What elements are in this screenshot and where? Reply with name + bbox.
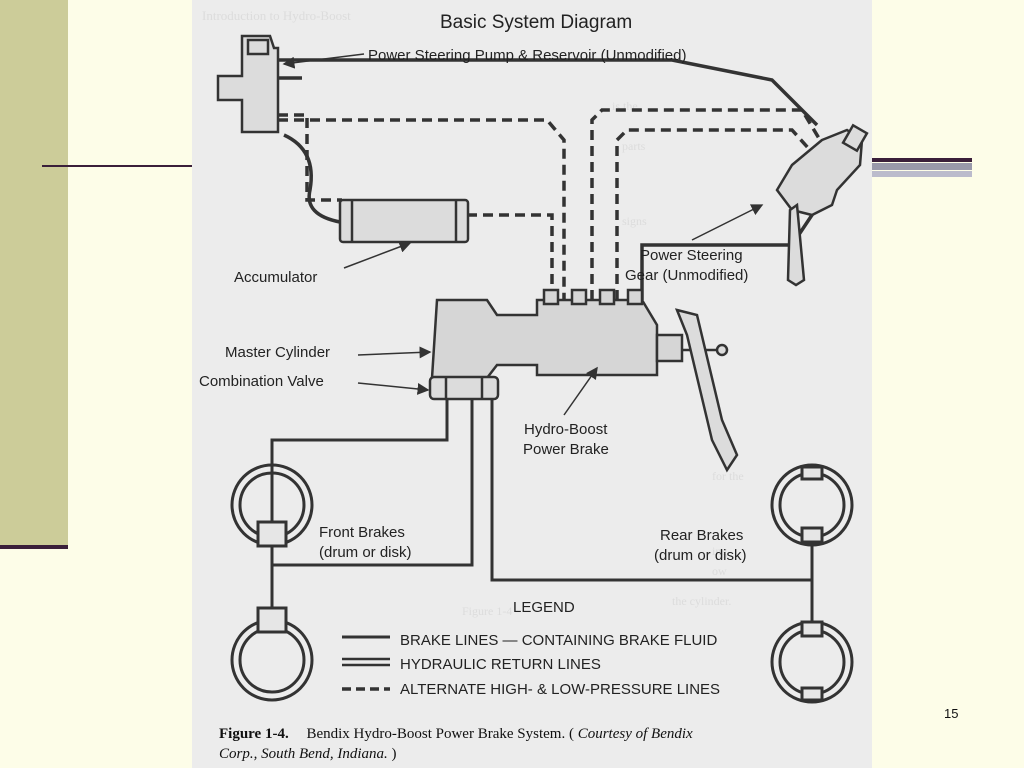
combination-valve: [428, 375, 500, 401]
svg-text:ow: ow: [712, 564, 727, 578]
diagram-title: Basic System Diagram: [440, 12, 632, 33]
svg-text:Figure 1-4: Figure 1-4: [462, 604, 512, 618]
label-rear-line1: Rear Brakes: [660, 527, 743, 544]
svg-text:Figure 1-4. Bendix Hydro: Figure 1-4. Bendix Hydro-Boost Power Bra…: [219, 726, 693, 742]
scanned-figure: Introduction to Hydro-Boost is the parts…: [192, 0, 872, 768]
front-brake-top: [230, 463, 314, 548]
svg-text:Corp., South Bend, Indiana.: Corp., South Bend, Indiana. ): [219, 746, 397, 762]
svg-text:ing: ing: [712, 544, 727, 558]
svg-text:the cylinder.: the cylinder.: [672, 594, 731, 608]
legend-item-label: HYDRAULIC RETURN LINES: [400, 656, 601, 673]
hydro-boost-system-diagram: Introduction to Hydro-Boost is the parts…: [199, 8, 869, 762]
figure-caption: Figure 1-4. Bendix Hydro-Boost Power Bra…: [219, 726, 693, 762]
accumulator: [338, 198, 470, 244]
label-hydroboost-line1: Hydro-Boost: [524, 421, 608, 438]
right-stripe-light: [872, 171, 972, 177]
hydro-boost-unit: [430, 288, 722, 380]
bleed-through-text: Introduction to Hydro-Boost is the parts…: [202, 8, 744, 618]
label-hydroboost-line2: Power Brake: [523, 441, 609, 458]
legend-item-label: BRAKE LINES — CONTAINING BRAKE FLUID: [400, 632, 717, 649]
brake-fluid-lines: [270, 345, 814, 625]
brake-pedal: [674, 308, 739, 473]
power-steering-pump: [216, 34, 280, 134]
left-accent-band: [0, 0, 68, 545]
slide-number: 15: [944, 706, 959, 721]
legend: LEGEND BRAKE LINES — CONTAINING BRAKE FL…: [342, 599, 720, 698]
svg-text:Introduction to Hydro-Boost: Introduction to Hydro-Boost: [202, 8, 351, 23]
leader-arrows: [282, 53, 764, 416]
caption-credit-line1: Courtesy of Bendix: [578, 726, 693, 742]
left-bottom-rule: [0, 545, 68, 549]
caption-figure-number: Figure 1-4.: [219, 726, 289, 742]
svg-text:for the: for the: [712, 469, 744, 483]
svg-text:parts: parts: [622, 139, 646, 153]
svg-text:signs: signs: [622, 214, 647, 228]
label-front-line1: Front Brakes: [319, 524, 405, 541]
label-pump: Power Steering Pump & Reservoir (Unmodif…: [368, 47, 686, 64]
front-brake-bottom: [230, 606, 314, 702]
label-combination-valve: Combination Valve: [199, 373, 324, 390]
left-horizontal-rule: [42, 165, 194, 167]
label-gear-line2: Gear (Unmodified): [625, 267, 748, 284]
label-gear-line1: Power Steering: [640, 247, 743, 264]
right-stripe-dark: [872, 158, 972, 162]
power-steering-gear: [775, 123, 869, 287]
caption-credit-line2: Corp., South Bend, Indiana.: [219, 746, 388, 762]
caption-close: ): [392, 746, 397, 762]
right-stripe-mid: [872, 163, 972, 170]
solid-return-lines: [278, 58, 824, 300]
label-master-cylinder: Master Cylinder: [225, 344, 330, 361]
legend-item-label: ALTERNATE HIGH- & LOW-PRESSURE LINES: [400, 681, 720, 698]
legend-title: LEGEND: [513, 599, 575, 616]
label-rear-line2: (drum or disk): [654, 547, 747, 564]
rear-brake-top: [770, 463, 854, 547]
rear-brake-bottom: [770, 620, 854, 704]
label-accumulator: Accumulator: [234, 269, 317, 286]
label-front-line2: (drum or disk): [319, 544, 412, 561]
caption-text: Bendix Hydro-Boost Power Brake System. (: [306, 726, 573, 742]
